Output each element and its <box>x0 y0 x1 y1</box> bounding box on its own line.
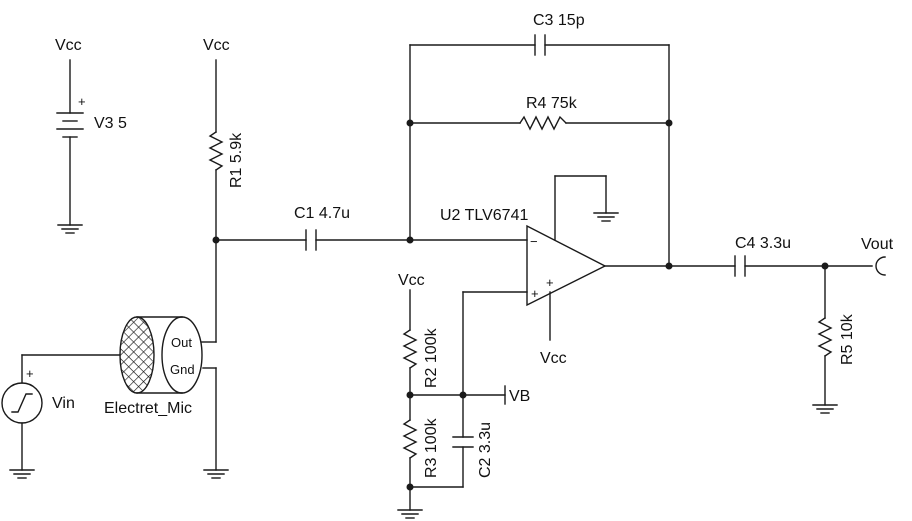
r1-label: R1 5.9k <box>228 132 245 188</box>
v3-plus-sign: + <box>78 94 86 109</box>
r4-label: R4 75k <box>526 95 578 112</box>
u2-label: U2 TLV6741 <box>440 207 528 224</box>
r5-label: R5 10k <box>839 313 856 365</box>
mic-output-wire <box>201 236 220 343</box>
vcc-label-source: Vcc <box>55 37 82 54</box>
c4-label: C4 3.3u <box>735 235 791 252</box>
mic-gnd-label: Gnd <box>170 362 195 377</box>
opamp-noninverting-sign-inner: + <box>546 275 554 290</box>
vin-plus-sign: + <box>26 366 34 381</box>
u2-opamp <box>409 175 736 341</box>
v3-label: V3 5 <box>94 115 127 132</box>
mic-out-label: Out <box>171 335 192 350</box>
opamp-inverting-sign: − <box>530 234 538 249</box>
mic-name-label: Electret_Mic <box>104 400 192 417</box>
opamp-noninverting-sign: + <box>531 286 539 301</box>
vcc-label-opamp: Vcc <box>540 350 567 367</box>
vin-label: Vin <box>52 395 75 412</box>
vcc-label-r2: Vcc <box>398 272 425 289</box>
vin-source <box>1 354 121 479</box>
c1-capacitor <box>215 229 411 251</box>
c1-label: C1 4.7u <box>294 205 350 222</box>
v3-supply-source <box>56 59 84 234</box>
bias-divider <box>397 289 506 519</box>
vcc-label-r1: Vcc <box>203 37 230 54</box>
output-network <box>734 255 886 414</box>
r1-resistor <box>208 59 224 241</box>
c3-label: C3 15p <box>533 12 585 29</box>
c2-label: C2 3.3u <box>477 422 494 478</box>
vb-label: VB <box>509 388 530 405</box>
vout-label: Vout <box>861 236 894 253</box>
feedback-network <box>406 34 673 267</box>
r3-label: R3 100k <box>423 417 440 478</box>
r2-label: R2 100k <box>423 327 440 388</box>
